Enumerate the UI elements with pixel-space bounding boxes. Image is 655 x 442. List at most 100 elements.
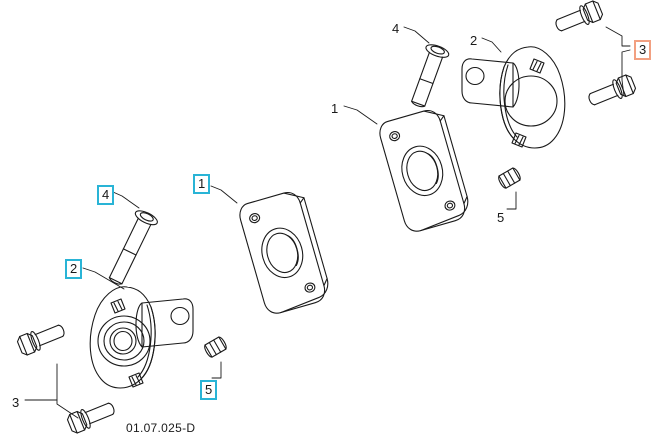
screw-head-top xyxy=(139,212,154,222)
plug-knurl xyxy=(208,339,222,356)
leader-2-right xyxy=(481,37,502,53)
screw-tip xyxy=(411,100,426,108)
bolt-shank-end xyxy=(107,402,115,415)
bolt-shank-end xyxy=(57,324,65,337)
bolt-hex-head xyxy=(66,410,88,434)
bearing-slot-bottom xyxy=(128,372,144,388)
part-hex-bolt-upper-a xyxy=(555,0,604,32)
leader-1-right xyxy=(343,105,378,125)
flange-bore-outer xyxy=(401,145,444,197)
bearing-flange-outline xyxy=(499,46,566,149)
part-flange-screw-right xyxy=(411,44,450,108)
bearing-slot-top-hatch xyxy=(532,60,542,72)
bolt-shank-sides xyxy=(34,324,64,347)
bolt-washer-face xyxy=(30,331,41,351)
plug-head xyxy=(512,167,521,181)
bearing-slot-top xyxy=(110,298,126,314)
flange-edge-a xyxy=(299,197,305,204)
diagram-caption: 01.07.025-D xyxy=(126,421,196,435)
bearing-race-outer xyxy=(504,75,558,127)
flange-bore-outer xyxy=(261,227,304,279)
bolt-shank-sides xyxy=(556,9,586,32)
bolt-washer-face xyxy=(80,409,91,429)
flange-hole-top-inner xyxy=(391,133,398,139)
flange-edge-a xyxy=(439,115,445,122)
part-flange-housing-right xyxy=(379,110,469,232)
callout-2-plain: 2 xyxy=(470,33,478,48)
bearing-hub-root xyxy=(512,62,520,108)
part-hex-bolt-lower-a xyxy=(16,324,65,356)
bearing-flange-outline xyxy=(89,286,156,389)
leader-1-left-boxed xyxy=(210,185,238,204)
bearing-hub-hole xyxy=(465,66,485,86)
screw-tip xyxy=(108,277,123,285)
bearing-flange-rim-inner xyxy=(140,306,156,380)
bolt-hex-facets xyxy=(19,332,36,356)
screw-shank xyxy=(411,51,444,107)
bolt-hex-head xyxy=(615,74,637,98)
screw-flange-head xyxy=(425,44,450,58)
bearing-slot-bottom-hatch xyxy=(514,134,524,146)
flange-hole-top xyxy=(389,131,401,142)
bearing-race-outer xyxy=(97,315,151,367)
part-hex-bolt-lower-b xyxy=(66,402,115,434)
callout-1-boxed[interactable]: 1 xyxy=(193,174,211,194)
bearing-flange-rim-inner xyxy=(499,66,515,140)
plug-end-cap xyxy=(498,175,507,189)
callout-5-boxed[interactable]: 5 xyxy=(200,380,218,400)
flange-hole-bottom-inner xyxy=(306,284,314,291)
plug-head xyxy=(218,336,227,350)
screw-thread-start xyxy=(419,78,434,85)
flange-edge-b xyxy=(463,195,468,205)
leader-3-branch-down xyxy=(56,399,79,419)
part-grease-plug-left xyxy=(204,336,227,358)
bearing-hub-hole xyxy=(170,306,190,326)
bolt-shank-sides xyxy=(84,402,114,425)
part-flange-housing-left xyxy=(239,192,329,314)
plug-end-cap xyxy=(204,344,213,358)
callout-4-boxed[interactable]: 4 xyxy=(97,185,115,205)
bearing-slot-top xyxy=(529,58,545,74)
leader-5-left xyxy=(211,361,222,379)
part-flange-screw-left xyxy=(108,210,158,285)
screw-flange-head xyxy=(134,210,158,226)
flange-hole-bottom-inner xyxy=(446,202,454,209)
bolt-shank-sides xyxy=(589,83,619,106)
bolt-shank-end xyxy=(555,19,563,32)
callout-5-plain: 5 xyxy=(497,210,505,225)
flange-hole-top xyxy=(249,213,261,224)
callout-4-plain: 4 xyxy=(392,21,400,36)
bearing-race-inner xyxy=(109,327,137,355)
flange-hole-bottom xyxy=(444,200,456,211)
bolt-hex-facets xyxy=(584,0,601,24)
flange-hole-bottom xyxy=(304,282,316,293)
screw-thread-start xyxy=(122,248,137,256)
callout-2-boxed[interactable]: 2 xyxy=(65,259,83,279)
bearing-hub-body xyxy=(461,58,514,108)
bearing-hub-body xyxy=(141,298,194,348)
bearing-slot-bottom xyxy=(511,132,527,148)
bearing-bore xyxy=(113,330,133,352)
bearing-slot-top-hatch xyxy=(113,300,123,312)
callout-1-plain: 1 xyxy=(331,101,339,116)
flange-bore-shade xyxy=(287,235,299,267)
part-flange-bearing-right xyxy=(461,46,566,149)
flange-bore-shade xyxy=(427,153,439,185)
bolt-shank-end xyxy=(588,93,596,106)
bolt-hex-head xyxy=(582,0,604,24)
bearing-race-mid xyxy=(103,321,145,361)
screw-shank xyxy=(108,217,152,285)
flange-edge-b xyxy=(323,277,328,287)
bolt-hex-facets xyxy=(617,74,634,98)
bolt-hex-head xyxy=(16,332,38,356)
callout-3-boxed[interactable]: 3 xyxy=(634,40,652,60)
part-grease-plug-right xyxy=(498,167,521,189)
plug-knurl xyxy=(502,170,516,187)
part-hex-bolt-upper-b xyxy=(588,74,637,106)
part-flange-bearing-left xyxy=(89,286,194,389)
flange-front-face xyxy=(239,192,326,314)
bearing-slot-bottom-hatch xyxy=(131,374,141,386)
flange-hole-top-inner xyxy=(251,215,258,221)
